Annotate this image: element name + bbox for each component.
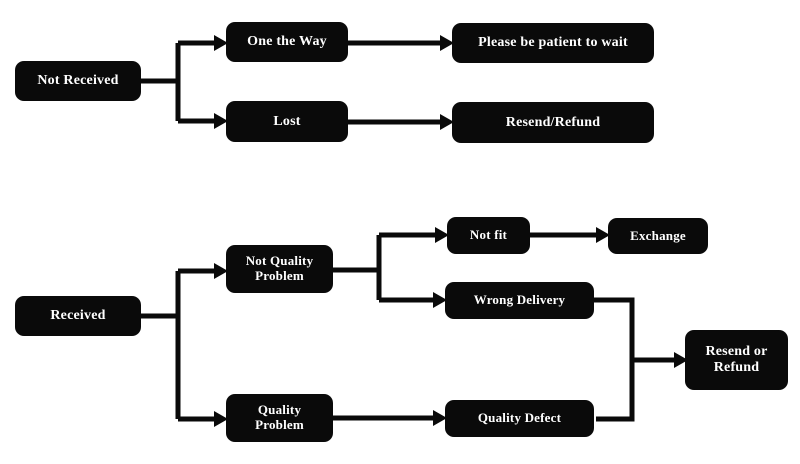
- node-exchange[interactable]: Exchange: [608, 218, 708, 254]
- edge-not-fit-to-exchange: [530, 227, 610, 243]
- node-label: Resend or Refund: [705, 344, 768, 375]
- node-label: Received: [50, 308, 106, 324]
- node-wrong-delivery[interactable]: Wrong Delivery: [445, 282, 594, 319]
- node-received[interactable]: Received: [15, 296, 141, 336]
- node-label: Not Received: [37, 73, 119, 89]
- node-label: Quality Defect: [477, 410, 562, 426]
- edge-received-to-not-quality-problem: [178, 263, 228, 279]
- node-not-quality-problem[interactable]: Not Quality Problem: [226, 245, 333, 293]
- edge-not-quality-problem-to-split: [333, 235, 382, 300]
- edge-not-received-to-one-the-way: [178, 35, 228, 51]
- edge-received-to-quality-problem: [178, 411, 228, 427]
- edge-lost-to-resend-refund: [348, 114, 454, 130]
- node-please-be-patient-to-wait[interactable]: Please be patient to wait: [452, 23, 654, 63]
- node-label: Quality Problem: [255, 402, 304, 432]
- node-not-received[interactable]: Not Received: [15, 61, 141, 101]
- node-one-the-way[interactable]: One the Way: [226, 22, 348, 62]
- node-quality-problem[interactable]: Quality Problem: [226, 394, 333, 442]
- node-resend-or-refund[interactable]: Resend or Refund: [685, 330, 788, 390]
- node-lost[interactable]: Lost: [226, 101, 348, 142]
- edge-one-the-way-to-please-be-patient: [348, 35, 454, 51]
- edge-not-received-to-lost: [178, 113, 228, 129]
- node-quality-defect[interactable]: Quality Defect: [445, 400, 594, 437]
- node-label: Please be patient to wait: [478, 35, 628, 51]
- node-label: Exchange: [630, 227, 686, 243]
- node-label: Not fit: [469, 227, 508, 243]
- edge-quality-problem-to-quality-defect: [333, 410, 447, 426]
- edge-not-received-to-split: [141, 43, 181, 121]
- node-label: One the Way: [247, 34, 327, 50]
- node-label: Resend/Refund: [505, 114, 601, 130]
- node-label: Lost: [273, 113, 301, 129]
- node-resend-refund[interactable]: Resend/Refund: [452, 102, 654, 143]
- node-not-fit[interactable]: Not fit: [447, 217, 530, 254]
- node-label: Wrong Delivery: [473, 292, 566, 308]
- edge-not-quality-problem-to-wrong-delivery: [379, 292, 447, 308]
- edge-received-to-split: [141, 271, 181, 419]
- edge-not-quality-problem-to-not-fit: [379, 227, 449, 243]
- node-label: Not Quality Problem: [245, 253, 314, 283]
- edge-merge-to-resend-or-refund: [594, 297, 688, 422]
